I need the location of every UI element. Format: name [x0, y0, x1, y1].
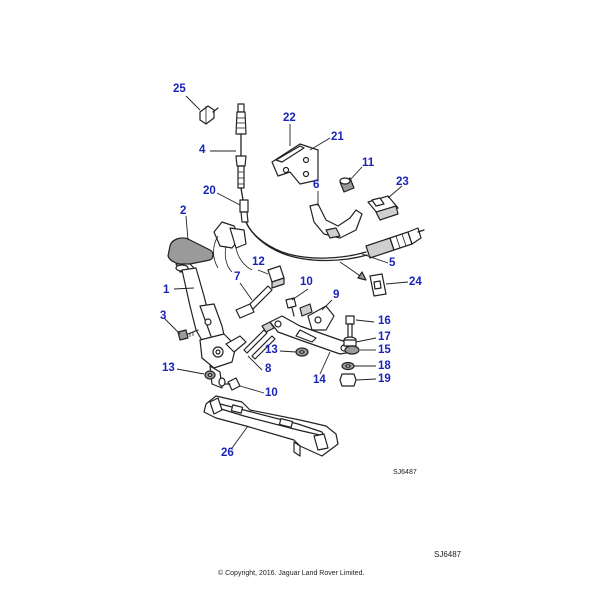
- callout-17: 17: [378, 331, 391, 343]
- part-11-bush: [339, 177, 355, 193]
- callout-24: 24: [409, 276, 422, 288]
- part-10-bolt-upper: [285, 297, 297, 317]
- part-8-rods: [243, 321, 276, 360]
- part-21-22-bracket: [271, 143, 319, 185]
- callout-7: 7: [234, 271, 241, 283]
- part-10-bolt-lower: [218, 377, 241, 391]
- callout-3: 3: [160, 310, 167, 322]
- part-13-washer-left: [204, 370, 216, 380]
- part-18-washer: [341, 361, 355, 371]
- callout-4: 4: [199, 144, 206, 156]
- callout-8: 8: [265, 363, 272, 375]
- callout-10-upper: 10: [300, 276, 313, 288]
- callout-2: 2: [180, 205, 187, 217]
- callout-9: 9: [333, 289, 340, 301]
- callout-10-lower: 10: [265, 387, 278, 399]
- part-26-bracket: [203, 395, 339, 457]
- part-3-bolt: [177, 329, 199, 341]
- callout-19: 19: [378, 373, 391, 385]
- copyright-notice: © Copyright, 2016. Jaguar Land Rover Lim…: [218, 570, 365, 577]
- callout-14: 14: [313, 374, 326, 386]
- drawing-reference: SJ6487: [393, 469, 417, 476]
- callout-26: 26: [221, 447, 234, 459]
- callout-23: 23: [396, 176, 409, 188]
- part-23-clip: [367, 195, 399, 221]
- callout-22: 22: [283, 112, 296, 124]
- part-2-grip: [167, 237, 214, 273]
- part-4-cable-end: [235, 103, 247, 201]
- part-6-lever: [309, 203, 363, 239]
- part-25-bolt: [199, 105, 219, 125]
- part-19-nut: [339, 373, 357, 387]
- part-5-cable: [245, 221, 425, 281]
- callout-5: 5: [389, 257, 396, 269]
- part-13-washer-right: [295, 347, 309, 357]
- callout-6: 6: [313, 179, 320, 191]
- part-17-bush: [343, 336, 357, 347]
- part-9-link: [299, 303, 335, 331]
- callout-13-left: 13: [162, 362, 175, 374]
- callout-1: 1: [163, 284, 170, 296]
- part-20-cable-clip: [239, 199, 249, 223]
- part-16-bolt: [345, 315, 355, 339]
- footer-reference: SJ6487: [434, 550, 462, 559]
- leader-lines: [163, 95, 409, 449]
- callout-11: 11: [362, 157, 375, 169]
- callout-25: 25: [173, 83, 186, 95]
- part-15-spacer: [344, 345, 360, 355]
- callout-12: 12: [252, 256, 265, 268]
- callout-16: 16: [378, 315, 391, 327]
- callout-21: 21: [331, 131, 344, 143]
- handbrake-switch: [213, 221, 253, 273]
- callout-13-right: 13: [265, 344, 278, 356]
- callout-15: 15: [378, 344, 391, 356]
- part-24-clip: [369, 273, 387, 297]
- part-12-block: [267, 265, 285, 289]
- callout-18: 18: [378, 360, 391, 372]
- part-7-pin: [235, 285, 273, 319]
- callout-20: 20: [203, 185, 216, 197]
